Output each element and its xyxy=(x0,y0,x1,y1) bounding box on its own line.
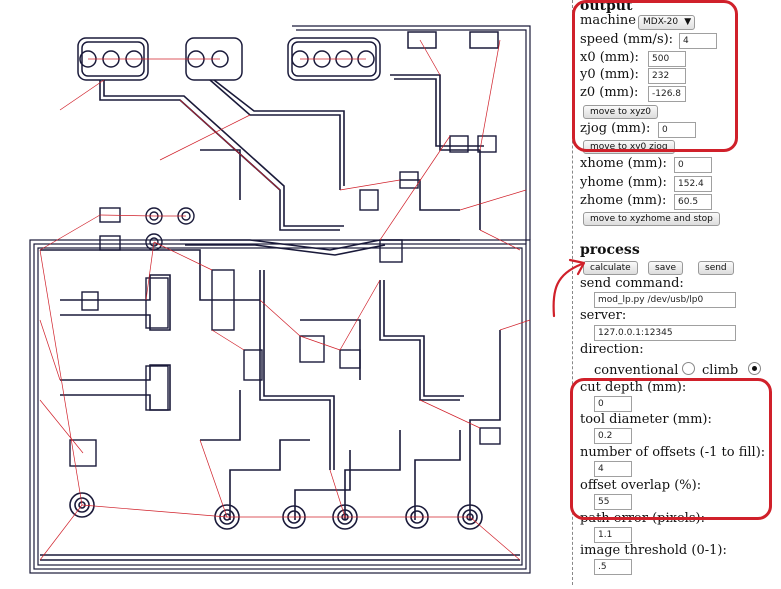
path-error-input[interactable]: 1.1 xyxy=(594,527,632,543)
move-to-xy0-zjog-button[interactable]: move to xy0 zjog xyxy=(583,140,675,154)
offsets-label: number of offsets (-1 to fill): xyxy=(580,445,766,460)
path-error-label: path error (pixels): xyxy=(580,511,705,526)
tool-diameter-label: tool diameter (mm): xyxy=(580,412,712,427)
toolpath-lines xyxy=(39,39,531,561)
traces xyxy=(40,74,520,561)
climb-radio[interactable] xyxy=(748,362,761,375)
bottom-pads xyxy=(69,492,483,530)
speed-label: speed (mm/s): xyxy=(580,32,674,47)
save-button[interactable]: save xyxy=(648,261,684,275)
xhome-input[interactable]: 0 xyxy=(674,157,712,173)
toolpath-canvas xyxy=(29,25,531,574)
cut-depth-label: cut depth (mm): xyxy=(580,380,687,395)
xhome-label: xhome (mm): xyxy=(580,156,667,171)
zhome-label: zhome (mm): xyxy=(580,193,667,208)
move-to-xyzhome-button[interactable]: move to xyzhome and stop xyxy=(583,212,720,226)
send-command-input[interactable]: mod_lp.py /dev/usb/lp0 xyxy=(594,292,736,308)
yhome-input[interactable]: 152.4 xyxy=(674,176,712,192)
offset-overlap-label: offset overlap (%): xyxy=(580,478,702,493)
send-command-label: send command: xyxy=(580,276,684,291)
z0-input[interactable]: -126.8 xyxy=(648,86,686,102)
component-pads xyxy=(69,135,501,467)
x0-label: x0 (mm): xyxy=(580,50,639,65)
zjog-label: zjog (mm): xyxy=(580,121,651,136)
image-threshold-label: image threshold (0-1): xyxy=(580,543,727,558)
offset-overlap-input[interactable]: 55 xyxy=(594,494,632,510)
process-heading: process xyxy=(580,242,640,258)
image-threshold-input[interactable]: .5 xyxy=(594,559,632,575)
output-heading: output xyxy=(580,0,633,14)
control-panel: output machine MDX-20 ▼ speed (mm/s): 4 … xyxy=(580,0,781,585)
y0-input[interactable]: 232 xyxy=(648,68,686,84)
conventional-radio[interactable] xyxy=(682,362,695,375)
yhome-label: yhome (mm): xyxy=(580,175,667,190)
machine-label: machine xyxy=(580,13,636,28)
server-input[interactable]: 127.0.0.1:12345 xyxy=(594,325,736,341)
radio-selected-dot xyxy=(752,366,757,371)
calculate-button[interactable]: calculate xyxy=(583,261,638,275)
zhome-input[interactable]: 60.5 xyxy=(674,194,712,210)
z0-label: z0 (mm): xyxy=(580,85,639,100)
header-pads xyxy=(77,31,499,81)
machine-select[interactable]: MDX-20 ▼ xyxy=(638,15,696,30)
tool-diameter-input[interactable]: 0.2 xyxy=(594,428,632,444)
pcb-toolpath-preview xyxy=(29,25,531,574)
annotation-arrow-icon xyxy=(552,258,586,318)
cut-depth-input[interactable]: 0 xyxy=(594,396,632,412)
x0-input[interactable]: 500 xyxy=(648,51,686,67)
y0-label: y0 (mm): xyxy=(580,67,639,82)
climb-label: climb xyxy=(702,363,739,378)
zjog-input[interactable]: 0 xyxy=(658,122,696,138)
conventional-label: conventional xyxy=(594,363,679,378)
chevron-down-icon: ▼ xyxy=(684,17,692,27)
move-to-xyz0-button[interactable]: move to xyz0 xyxy=(583,105,658,119)
machine-select-value: MDX-20 xyxy=(643,17,679,27)
offsets-input[interactable]: 4 xyxy=(594,461,632,477)
panel-divider xyxy=(572,0,573,585)
server-label: server: xyxy=(580,308,627,323)
send-button[interactable]: send xyxy=(698,261,734,275)
direction-label: direction: xyxy=(580,342,644,357)
speed-input[interactable]: 4 xyxy=(679,33,717,49)
